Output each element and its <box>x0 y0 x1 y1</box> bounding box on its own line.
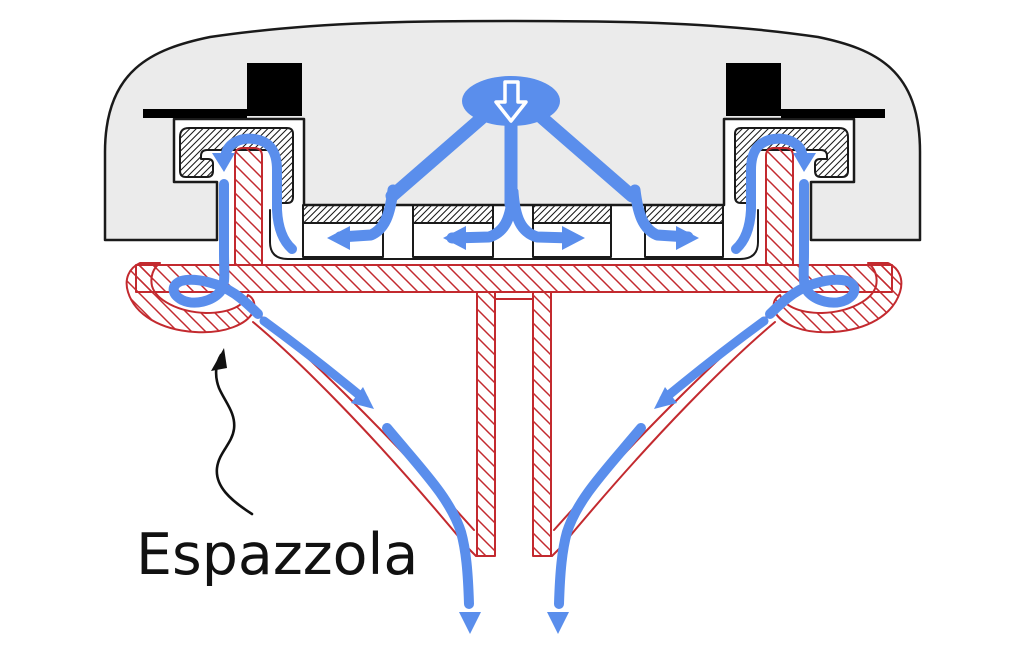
funnel-flow-right <box>547 316 769 634</box>
espazzola-wall-left <box>234 147 263 266</box>
dispersion-segment <box>532 204 612 224</box>
flow-funnel-left-1 <box>259 316 369 404</box>
arrowhead-right-outer <box>676 226 699 250</box>
funnel-underside-right <box>551 321 776 557</box>
flow-up-over-gasket-left <box>221 133 297 254</box>
water-flow-arrows <box>168 76 860 634</box>
screen-retainer-outline <box>269 209 759 260</box>
flow-up-over-gasket-right <box>731 133 807 254</box>
flow-center-right-branch <box>507 186 578 244</box>
arrowhead-outlet-left <box>459 612 481 634</box>
flow-funnel-right-1 <box>659 316 769 404</box>
gasket-flow-left <box>168 133 297 319</box>
stem-core <box>494 298 534 556</box>
collection-trough-right <box>772 262 903 334</box>
arrowhead-gasket-left <box>212 153 235 172</box>
arrowhead-left-outer <box>327 226 350 250</box>
dispersion-segment <box>302 204 384 224</box>
stem-wall-left <box>476 291 496 557</box>
mounting-bolt-left <box>247 63 302 116</box>
inlet-stream-left <box>385 109 491 203</box>
stem-wall-right <box>532 291 552 557</box>
label-pointer-arrow <box>214 353 254 516</box>
arrowhead-funnel-left <box>351 387 374 409</box>
flange-bar-right <box>781 109 885 118</box>
flow-trough-loop-left <box>168 179 263 319</box>
flange-bar-left <box>143 109 247 118</box>
espazzola-plate <box>135 264 893 293</box>
arrowhead-funnel-right <box>654 387 677 409</box>
label-group: Espazzola <box>136 348 418 588</box>
flow-funnel-left-2 <box>382 423 474 609</box>
espazzola-tool <box>125 147 903 557</box>
collection-trough-left <box>125 262 256 334</box>
arrowhead-gasket-right <box>793 153 816 172</box>
espazzola-wall-right <box>765 147 794 266</box>
dispersion-segment <box>644 204 724 224</box>
funnel-flow-left <box>259 316 481 634</box>
funnel-underside-left <box>252 321 477 557</box>
dispersion-segment <box>412 204 494 224</box>
screen-flow <box>327 184 699 250</box>
label-pointer-arrowhead <box>211 348 227 371</box>
mounting-bolts <box>143 63 885 118</box>
mounting-bolt-right <box>726 63 781 116</box>
arrowhead-left-inner <box>443 226 466 250</box>
flow-funnel-right-2 <box>554 423 646 609</box>
water-inlet <box>385 76 639 211</box>
espazzola-label: Espazzola <box>136 522 418 588</box>
inlet-stream-right <box>533 109 639 203</box>
flow-trough-loop-right <box>765 179 860 319</box>
gasket-flow-right <box>731 133 860 319</box>
flow-left-branch <box>334 184 399 243</box>
arrowhead-right-inner <box>562 226 585 250</box>
down-arrow-icon <box>494 80 528 123</box>
flow-right-branch <box>629 184 694 243</box>
arrowhead-outlet-right <box>547 612 569 634</box>
